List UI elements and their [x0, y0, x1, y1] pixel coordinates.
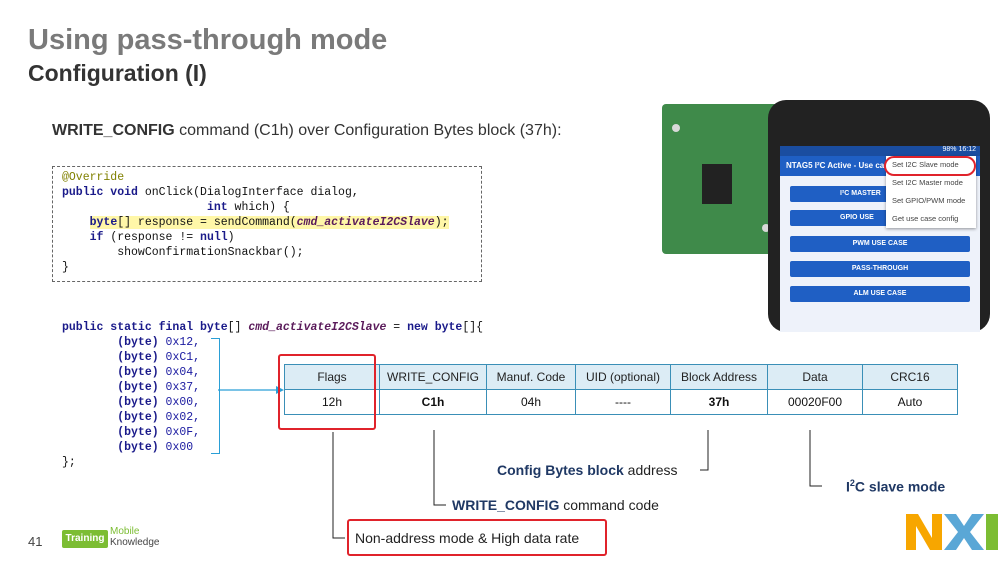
table-header: Data — [767, 364, 863, 390]
table-row: 12h C1h 04h ---- 37h 00020F00 Auto — [284, 389, 958, 415]
code-text: [] response = sendCommand( — [117, 216, 297, 229]
table-cell: 37h — [670, 389, 768, 415]
phone-menu: Set I2C Slave mode Set I2C Master mode S… — [886, 156, 976, 228]
code-cast: (byte) — [117, 351, 159, 364]
code-kw: byte — [89, 216, 118, 229]
table-cell: 04h — [486, 389, 576, 415]
label-bold: Config Bytes block — [497, 462, 624, 478]
code-kw: public static final byte — [62, 321, 228, 334]
code-box — [52, 166, 482, 282]
table-header: CRC16 — [862, 364, 958, 390]
code-byte: 0x00, — [165, 396, 201, 409]
code-text: }; — [62, 456, 76, 469]
table-cell: ---- — [575, 389, 671, 415]
config-frame-table: Flags WRITE_CONFIG Manuf. Code UID (opti… — [284, 364, 958, 415]
label-command-code: WRITE_CONFIG command code — [452, 497, 659, 513]
phone-button[interactable]: ALM USE CASE — [790, 286, 970, 302]
table-header: Manuf. Code — [486, 364, 576, 390]
code-text: ); — [434, 216, 449, 229]
code-byte: 0x37, — [165, 381, 201, 394]
table-cell: Auto — [862, 389, 958, 415]
code-kw: public void — [62, 186, 138, 199]
page-subtitle: Configuration (I) — [28, 60, 207, 86]
training-logo: Training — [62, 530, 108, 548]
menu-highlight-circle — [884, 156, 976, 176]
table-header: Flags — [284, 364, 380, 390]
phone-button[interactable]: PASS-THROUGH — [790, 261, 970, 277]
code-text: []{ — [462, 321, 484, 334]
table-header: Block Address — [670, 364, 768, 390]
board-chip — [702, 164, 732, 204]
code-byte: 0x12, — [165, 336, 201, 349]
page-number: 41 — [28, 534, 43, 549]
label-text: command code — [559, 497, 659, 513]
code-text: showConfirmationSnackbar(); — [117, 246, 304, 259]
code-text: ) — [227, 231, 235, 244]
table-cell: C1h — [379, 389, 487, 415]
ntag-board-image — [662, 104, 788, 254]
label-text: I — [846, 478, 850, 495]
code-text: = — [386, 321, 408, 334]
label-block-address: Config Bytes block address — [497, 462, 678, 478]
code-kw: new byte — [407, 321, 463, 334]
label-flags: Non-address mode & High data rate — [355, 530, 580, 546]
flags-label-box — [347, 519, 607, 556]
code-cast: (byte) — [117, 441, 159, 454]
code-text: (response != — [103, 231, 201, 244]
label-sup: 2 — [849, 478, 855, 488]
code-kw: int — [206, 201, 228, 214]
intro-rest: command (C1h) over Configuration Bytes b… — [174, 122, 562, 139]
phone-screen: 98% 16:12 NTAG5 I²C Active - Use ca I²C … — [780, 146, 980, 332]
code-listing-array: public static final byte[] cmd_activateI… — [62, 320, 483, 470]
code-byte: 0x00 — [165, 441, 194, 454]
label-text: C slave mode — [854, 478, 946, 495]
table-cell: 12h — [284, 389, 380, 415]
code-cast: (byte) — [117, 396, 159, 409]
label-i2c-slave: I2C slave mode — [846, 478, 945, 495]
menu-item[interactable]: Set I2C Slave mode — [892, 160, 959, 169]
code-byte: 0x0F, — [165, 426, 201, 439]
code-text: [] — [227, 321, 249, 334]
code-cast: (byte) — [117, 411, 159, 424]
menu-item[interactable]: Get use case config — [892, 214, 959, 223]
code-identifier: cmd_activateI2CSlave — [248, 321, 387, 334]
code-text: } — [62, 261, 69, 274]
code-cast: (byte) — [117, 381, 159, 394]
code-listing-onclick: @Override public void onClick(DialogInte… — [62, 170, 449, 275]
menu-item[interactable]: Set GPIO/PWM mode — [892, 196, 966, 205]
nxp-logo — [906, 514, 998, 550]
phone-statusbar: 98% 16:12 — [780, 146, 980, 156]
code-override: @Override — [62, 171, 125, 184]
code-kw: if — [89, 231, 104, 244]
code-byte: 0x02, — [165, 411, 201, 424]
code-cast: (byte) — [117, 366, 159, 379]
code-text: which) { — [227, 201, 290, 214]
code-text: onClick(DialogInterface dialog, — [137, 186, 359, 199]
intro-bold: WRITE_CONFIG — [52, 122, 175, 139]
table-header: UID (optional) — [575, 364, 671, 390]
code-kw: null — [200, 231, 228, 244]
table-cell: 00020F00 — [767, 389, 863, 415]
flags-highlight-box — [278, 354, 376, 430]
page-title: Using pass-through mode — [28, 24, 388, 56]
code-highlight-line: byte[] response = sendCommand(cmd_activa… — [89, 216, 449, 229]
label-text: address — [623, 462, 678, 478]
code-byte: 0x04, — [165, 366, 201, 379]
code-identifier: cmd_activateI2CSlave — [296, 216, 435, 229]
phone-image: 98% 16:12 NTAG5 I²C Active - Use ca I²C … — [768, 100, 990, 332]
menu-item[interactable]: Set I2C Master mode — [892, 178, 963, 187]
board-hole — [762, 224, 770, 232]
board-hole — [672, 124, 680, 132]
logo-knowledge: Knowledge — [110, 537, 160, 548]
code-cast: (byte) — [117, 336, 159, 349]
logo-mobile: Mobile — [110, 526, 140, 537]
array-bracket — [211, 338, 220, 454]
code-cast: (byte) — [117, 426, 159, 439]
code-byte: 0xC1, — [165, 351, 201, 364]
intro-text: WRITE_CONFIG command (C1h) over Configur… — [52, 122, 562, 140]
label-bold: WRITE_CONFIG — [452, 497, 560, 513]
phone-button[interactable]: PWM USE CASE — [790, 236, 970, 252]
